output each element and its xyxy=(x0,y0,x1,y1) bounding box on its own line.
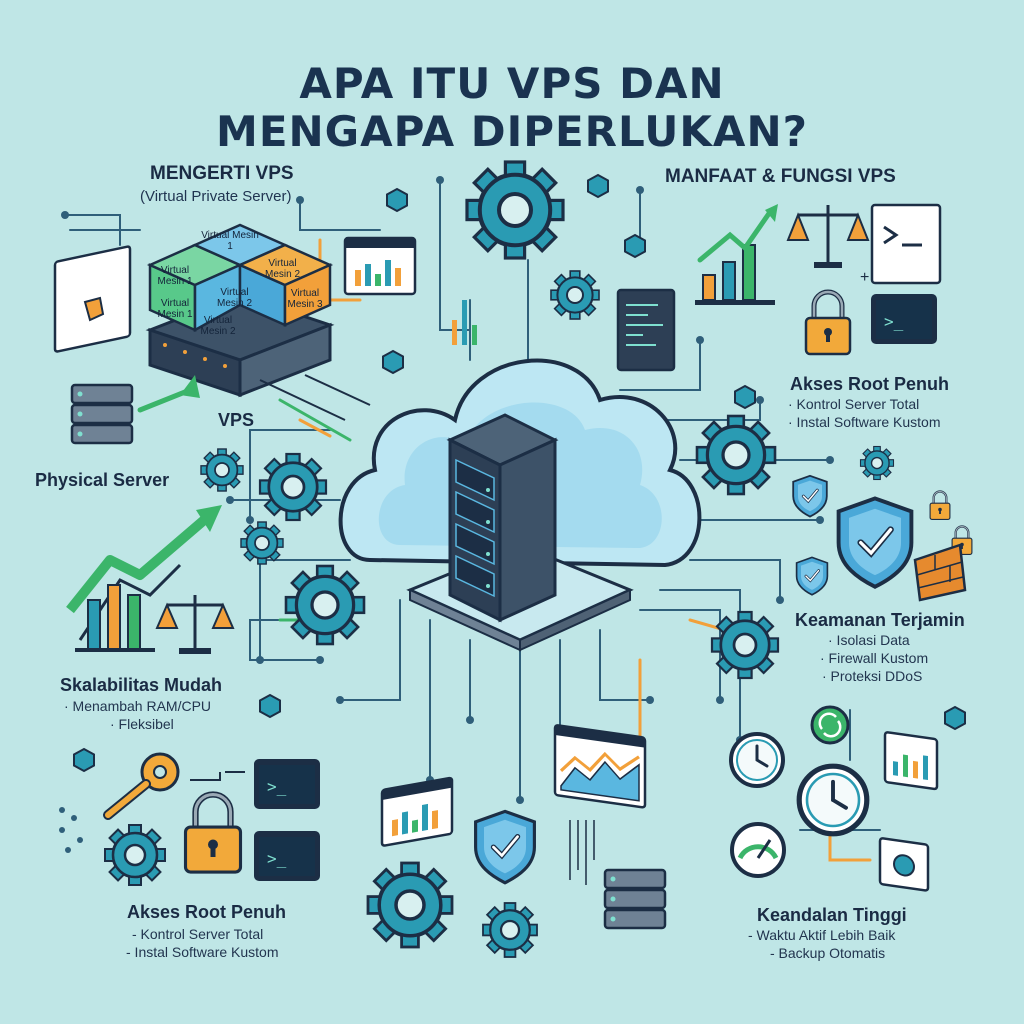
lock-icon xyxy=(186,795,241,873)
area-chart-window-icon xyxy=(553,724,647,809)
page-title-line-1: APA ITU VPS DAN xyxy=(299,59,725,108)
terminal-icon xyxy=(254,759,320,809)
keamanan-item: · Firewall Kustom xyxy=(820,650,929,666)
left-heading: MENGERTI VPS xyxy=(150,163,294,184)
vm-label: Virtual Mesin 1 xyxy=(157,265,193,287)
key-icon xyxy=(103,752,180,820)
vm-label: Virtual Mesin 1 xyxy=(201,230,259,252)
server-stack-icon xyxy=(603,868,667,930)
chart-window-icon xyxy=(883,731,939,791)
server-rack-illustration xyxy=(446,413,559,623)
vm-label: Virtual Mesin 2 xyxy=(264,258,300,280)
right-heading: MANFAAT & FUNGSI VPS xyxy=(665,166,896,187)
code-window-icon xyxy=(616,288,676,372)
chart-window-icon xyxy=(380,776,454,848)
shield-icon xyxy=(791,474,829,519)
gear-icon xyxy=(239,520,285,566)
gear-icon xyxy=(710,610,780,680)
browser-window-icon xyxy=(53,245,132,353)
vps-stack-illustration xyxy=(145,223,335,398)
clock-icon xyxy=(799,766,867,834)
backup-window-icon xyxy=(878,837,930,892)
page-title-line-2: MENGAPA DIPERLUKAN? xyxy=(216,107,808,156)
skalabilitas-item: · Menambah RAM/CPU xyxy=(64,698,212,714)
skalabilitas-title: Skalabilitas Mudah xyxy=(60,675,223,695)
gear-icon xyxy=(695,414,777,496)
vm-label: Virtual Mesin 3 xyxy=(287,288,323,310)
keandalan-item: - Waktu Aktif Lebih Baik xyxy=(748,927,896,943)
shield-icon xyxy=(839,498,912,586)
gauge-icon xyxy=(730,822,786,878)
shield-icon xyxy=(476,811,535,882)
akses-root-bottom-item: - Kontrol Server Total xyxy=(132,926,264,942)
arrow-head-icon xyxy=(180,375,200,398)
plus-icon: + xyxy=(860,269,869,286)
gear-icon xyxy=(284,564,366,646)
vm-label: Virtual Mesin 1 xyxy=(157,298,193,320)
physical-server-illustration xyxy=(70,383,134,445)
connector-line xyxy=(190,771,245,781)
akses-root-bottom-item: - Instal Software Kustom xyxy=(126,944,279,960)
connector-line xyxy=(259,379,346,421)
akses-root-top-item: · Kontrol Server Total xyxy=(788,396,920,412)
sync-icon xyxy=(810,705,850,745)
physical-server-label: Physical Server xyxy=(35,470,170,490)
dot-pattern xyxy=(59,807,83,853)
clock-icon xyxy=(729,732,785,788)
connector-line xyxy=(304,374,371,406)
firewall-icon xyxy=(913,543,967,602)
akses-root-bottom-title: Akses Root Penuh xyxy=(127,902,287,922)
vps-label: VPS xyxy=(218,410,255,430)
scale-icon xyxy=(155,595,235,654)
gear-icon xyxy=(481,901,539,959)
vm-label: Virtual Mesin 2 xyxy=(200,315,236,337)
gear-icon xyxy=(549,269,601,321)
scale-icon xyxy=(786,205,870,268)
skalabilitas-item: · Fleksibel xyxy=(110,716,174,732)
mini-bar-chart-icon xyxy=(452,300,477,345)
vm-label: Virtual Mesin 2 xyxy=(216,287,252,309)
akses-root-top-title: Akses Root Penuh xyxy=(790,374,950,394)
gear-icon xyxy=(859,445,895,481)
chart-window-icon xyxy=(343,236,417,296)
lock-icon xyxy=(806,292,850,354)
keamanan-item: · Proteksi DDoS xyxy=(822,668,923,684)
keandalan-item: - Backup Otomatis xyxy=(770,945,886,961)
shield-icon xyxy=(795,556,829,597)
data-stream-lines xyxy=(569,820,595,885)
terminal-icon xyxy=(871,294,937,344)
scalability-chart-icon xyxy=(66,505,222,652)
gear-icon xyxy=(199,447,245,493)
keamanan-item: · Isolasi Data xyxy=(828,632,910,648)
growth-chart-icon xyxy=(695,204,778,305)
gear-icon xyxy=(258,452,328,522)
lock-icon xyxy=(928,490,952,521)
left-subheading: (Virtual Private Server) xyxy=(140,188,292,205)
code-terminal-icon xyxy=(870,203,942,285)
akses-root-top-item: · Instal Software Kustom xyxy=(788,414,941,430)
terminal-icon xyxy=(254,831,320,881)
gear-icon xyxy=(103,823,167,887)
keamanan-title: Keamanan Terjamin xyxy=(795,610,965,630)
keandalan-title: Keandalan Tinggi xyxy=(757,905,907,925)
gear-icon xyxy=(368,863,452,947)
gear-icon xyxy=(467,162,563,258)
